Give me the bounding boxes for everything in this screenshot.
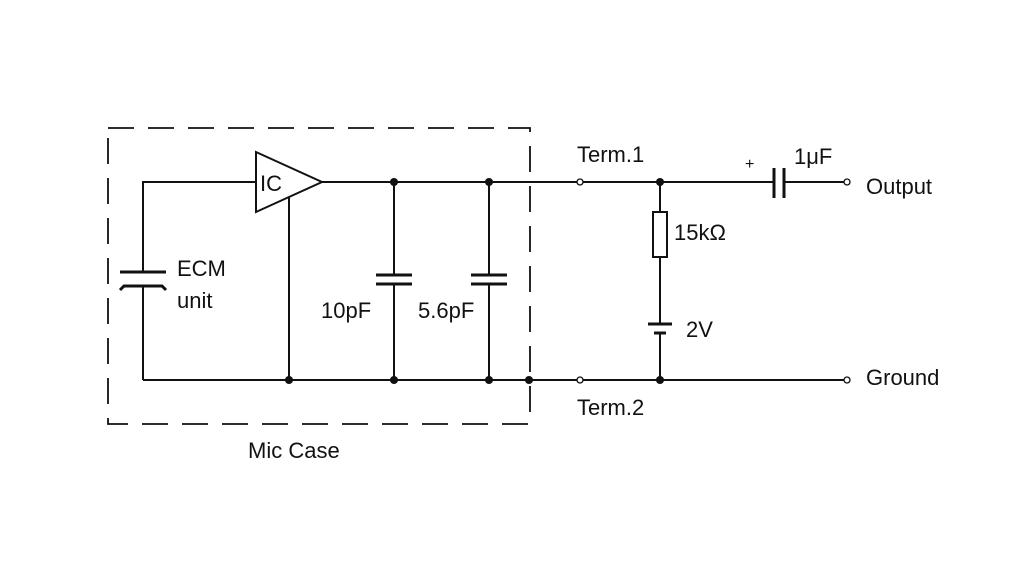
junction-dot <box>390 178 398 186</box>
ground-label: Ground <box>866 365 939 390</box>
term2-label: Term.2 <box>577 395 644 420</box>
junction-dot <box>485 376 493 384</box>
supply-label: 2V <box>686 317 713 342</box>
ecm-wire-top <box>142 181 256 272</box>
cap-10pf-label: 10pF <box>321 298 371 323</box>
output-label: Output <box>866 174 932 199</box>
term1-label: Term.1 <box>577 142 644 167</box>
ecm-plate-bottom <box>118 284 168 292</box>
junction-dot <box>525 376 533 384</box>
resistor-15k-symbol <box>652 211 668 258</box>
output-terminal <box>843 178 851 186</box>
ground-terminal <box>843 376 851 384</box>
resistor-label: 15kΩ <box>674 220 726 245</box>
junction-dot <box>656 376 664 384</box>
junction-dot <box>485 178 493 186</box>
mic-case-boundary <box>107 127 531 425</box>
junction-dot <box>656 178 664 186</box>
ecm-label-line1: ECM <box>177 256 226 281</box>
mic-case-label: Mic Case <box>248 438 340 463</box>
term1-terminal <box>576 178 584 186</box>
junction-dot <box>390 376 398 384</box>
term2-terminal <box>576 376 584 384</box>
cap-plus-label: + <box>745 156 754 173</box>
cap-5p6pf-label: 5.6pF <box>418 298 474 323</box>
junction-dot <box>285 376 293 384</box>
ecm-label-line2: unit <box>177 288 212 313</box>
ic-label: IC <box>260 171 282 196</box>
cap-1uf-label: 1μF <box>794 144 832 169</box>
